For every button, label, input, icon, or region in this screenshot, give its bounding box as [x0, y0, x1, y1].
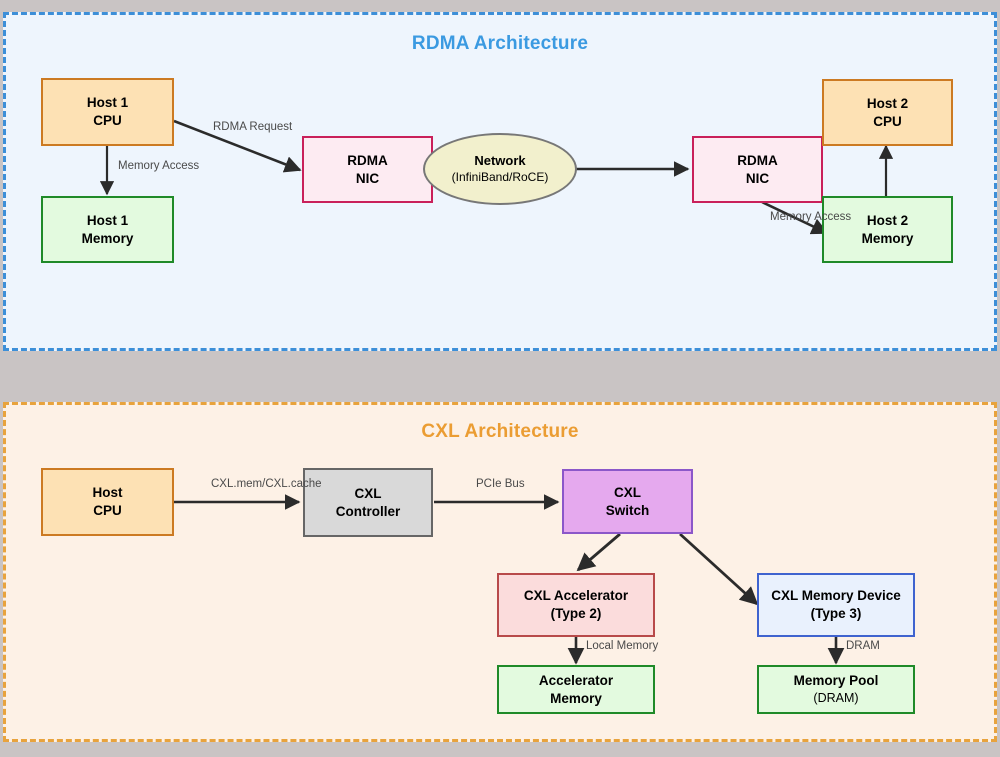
node-cxl-accelerator[interactable]: CXL Accelerator (Type 2) — [497, 573, 655, 637]
node-host1-memory-line1: Host 1 — [86, 212, 129, 228]
edge-label-dram: DRAM — [846, 640, 880, 652]
node-cxl-host-cpu[interactable]: Host CPU — [41, 468, 174, 536]
edge-label-memory-access-left: Memory Access — [118, 160, 200, 172]
node-cxl-switch-line1: CXL — [614, 484, 641, 500]
node-host2-cpu-line2: CPU — [873, 113, 902, 129]
node-accelerator-memory-line1: Accelerator — [538, 672, 614, 688]
node-host1-cpu-line2: CPU — [93, 113, 122, 128]
node-network[interactable]: Network (InfiniBand/RoCE) — [423, 133, 577, 205]
node-rdma-nic-left-line2: NIC — [355, 170, 380, 186]
node-cxl-host-cpu-line2: CPU — [93, 503, 122, 518]
node-host2-memory-line1: Host 2 — [866, 212, 909, 228]
node-cxl-memory-device-line1: CXL Memory Device — [771, 588, 901, 604]
edge-label-pcie-bus: PCIe Bus — [476, 478, 525, 490]
cxl-panel-title: CXL Architecture — [421, 421, 579, 442]
node-network-line2: (InfiniBand/RoCE) — [451, 169, 549, 184]
node-memory-pool-line2: (DRAM) — [813, 691, 859, 706]
node-cxl-switch[interactable]: CXL Switch — [562, 469, 693, 534]
node-host1-memory-line2: Memory — [81, 230, 134, 246]
node-cxl-controller[interactable]: CXL Controller — [303, 468, 433, 537]
node-host1-cpu-line1: Host 1 — [86, 95, 129, 111]
node-cxl-memory-device-line2: (Type 3) — [810, 606, 862, 621]
node-rdma-nic-right[interactable]: RDMA NIC — [692, 136, 823, 203]
node-cxl-accelerator-line2: (Type 2) — [550, 606, 602, 621]
node-accelerator-memory-line2: Memory — [550, 690, 602, 706]
node-cxl-host-cpu-line1: Host — [92, 485, 123, 501]
node-cxl-controller-line1: CXL — [354, 485, 382, 501]
edge-label-memory-access-right: Memory Access — [770, 211, 852, 223]
node-host1-cpu[interactable]: Host 1 CPU — [41, 78, 174, 146]
node-cxl-memory-device[interactable]: CXL Memory Device (Type 3) — [757, 573, 915, 637]
node-host2-memory-line2: Memory — [861, 230, 914, 246]
node-rdma-nic-right-line2: NIC — [745, 170, 770, 186]
edge-label-cxl-mem-cache: CXL.mem/CXL.cache — [211, 478, 322, 490]
node-rdma-nic-left-line1: RDMA — [347, 152, 388, 168]
node-rdma-nic-right-line1: RDMA — [737, 152, 778, 168]
node-accelerator-memory[interactable]: Accelerator Memory — [497, 665, 655, 714]
node-host2-cpu[interactable]: Host 2 CPU — [822, 79, 953, 146]
node-memory-pool[interactable]: Memory Pool (DRAM) — [757, 665, 915, 714]
node-memory-pool-line1: Memory Pool — [793, 673, 879, 689]
node-network-line1: Network — [474, 152, 526, 168]
node-cxl-accelerator-line1: CXL Accelerator — [523, 588, 629, 604]
node-host2-memory[interactable]: Host 2 Memory — [822, 196, 953, 263]
node-cxl-switch-line2: Switch — [605, 502, 650, 518]
edge-label-rdma-request: RDMA Request — [213, 121, 293, 133]
node-host2-cpu-line1: Host 2 — [866, 95, 909, 111]
node-cxl-controller-line2: Controller — [335, 503, 401, 519]
node-host1-memory[interactable]: Host 1 Memory — [41, 196, 174, 263]
edge-label-local-memory: Local Memory — [586, 640, 659, 652]
rdma-panel-title: RDMA Architecture — [411, 33, 589, 54]
node-rdma-nic-left[interactable]: RDMA NIC — [302, 136, 433, 203]
